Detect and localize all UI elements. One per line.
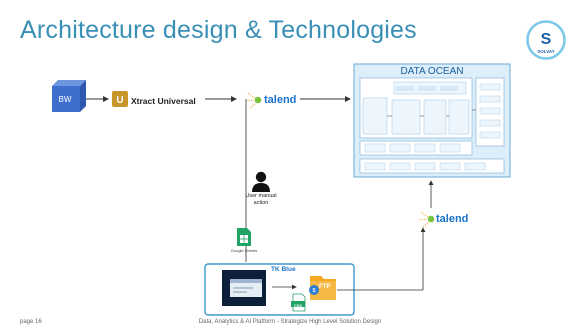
- user-manual-action-label: User manual action: [245, 193, 277, 206]
- talend-icon-bottom: [418, 211, 435, 228]
- google-sheets-icon: [237, 228, 251, 246]
- xtract-icon-letter: U: [116, 95, 123, 106]
- xtract-icon: [112, 91, 128, 107]
- talend-label-bottom: talend: [436, 213, 469, 225]
- footer-text: Data, Analytics & AI Platform - Strategi…: [198, 319, 382, 325]
- google-sheets-label: Google Sheets: [230, 248, 258, 253]
- solvay-logo: S SOLVAY: [526, 20, 566, 60]
- bw-label: BW: [58, 95, 72, 104]
- ftp-s-letter: S: [312, 288, 316, 294]
- user-icon: [252, 171, 270, 192]
- csv-file-icon: [291, 293, 306, 312]
- svg-text:S: S: [541, 31, 552, 48]
- csv-label: CSV: [294, 303, 303, 308]
- talend-icon: [245, 92, 262, 109]
- data-ocean-panel: [353, 63, 511, 178]
- talend-label-top: talend: [264, 94, 297, 106]
- bw-cube-icon: [52, 80, 86, 112]
- svg-text:SOLVAY: SOLVAY: [537, 49, 554, 54]
- slide-title: Architecture design & Technologies: [20, 16, 417, 44]
- page-number: page 16: [20, 319, 42, 325]
- ftp-label: FTP: [319, 284, 331, 290]
- tk-blue-screenshot-image: [222, 270, 266, 306]
- data-ocean-title: DATA OCEAN: [400, 66, 464, 77]
- tk-blue-label: TK Blue: [271, 266, 296, 273]
- ftp-folder-icon: [309, 276, 336, 300]
- xtract-universal-label: Xtract Universal: [131, 96, 196, 106]
